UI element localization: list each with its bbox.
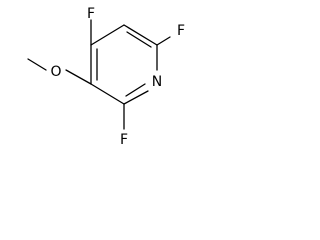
bond-n1-c2 (123, 90, 149, 105)
bond-c5-c6 (123, 24, 158, 46)
bond-o-ch3 (27, 58, 47, 71)
atom-f-right: F (177, 23, 185, 39)
bond-n1-c2-inner (125, 83, 146, 97)
bond-c6-f (156, 36, 171, 46)
bond-c5-c6-inner (126, 31, 152, 48)
atom-f-bottom: F (120, 132, 128, 148)
bond-c4-c5 (90, 24, 125, 46)
molecule-structure: F F N F O (27, 6, 185, 148)
atom-f-top: F (87, 6, 95, 22)
bond-c3-o (65, 69, 92, 85)
atom-o-methoxy: O (50, 64, 61, 80)
bond-c2-c3 (90, 83, 125, 105)
atom-n-ring: N (152, 74, 162, 90)
